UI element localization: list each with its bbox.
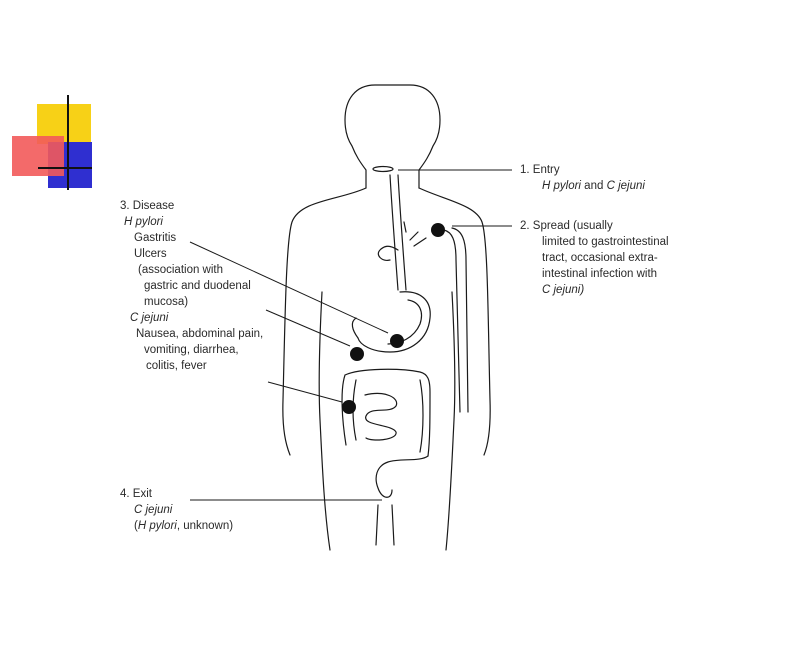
duodenum [352,318,358,338]
disease-hp-item: Ulcers [120,246,263,262]
exit-hpylori: H pylori [138,520,177,532]
duodenum-site-dot [350,347,364,361]
exit-label: 4. Exit C jejuni (H pylori, unknown) [120,486,233,534]
exit-title: 4. Exit [120,486,233,502]
rectum [376,456,428,497]
spread-line2: tract, occasional extra- [520,250,669,266]
entry-and: and [581,180,607,192]
disease-hp-item: (association with [120,262,263,278]
entry-label: 1. Entry H pylori and C jejuni [520,162,645,194]
spread-line4: C jejuni) [520,282,669,298]
disease-hp-item: Gastritis [120,230,263,246]
disease-hpylori: H pylori [120,214,263,230]
exit-cjejuni: C jejuni [120,502,233,518]
spread-label: 2. Spread (usually limited to gastrointe… [520,218,669,298]
disease-title: 3. Disease [120,198,263,214]
leg-outline [376,505,394,545]
exit-unknown: , unknown) [177,520,233,532]
small-intestine [365,393,397,440]
head-outline [345,85,440,188]
entry-title: 1. Entry [520,162,645,178]
spread-line3: intestinal infection with [520,266,669,282]
disease-cj-item: vomiting, diarrhea, [120,342,263,358]
stomach-site-dot [390,334,404,348]
disease-cjejuni: C jejuni [120,310,263,326]
spread-line1: limited to gastrointestinal [520,234,669,250]
disease-label: 3. Disease H pylori Gastritis Ulcers (as… [120,198,263,374]
torso-outline [283,188,490,455]
spread-title: 2. Spread (usually [520,218,669,234]
entry-hpylori: H pylori [542,180,581,192]
esophagus [390,175,406,290]
disease-hp-item: gastric and duodenal [120,278,263,294]
waist-outline [319,292,455,550]
large-intestine [342,369,430,456]
disease-pointer-cjejuni [268,382,342,402]
disease-cj-item: Nausea, abdominal pain, [120,326,263,342]
spread-site-dot [431,223,445,237]
spread-path [444,228,468,412]
disease-cj-item: colitis, fever [120,358,263,374]
disease-pointer-mucosa [266,310,350,346]
entry-cjejuni: C jejuni [607,180,645,192]
intestine-site-dot [342,400,356,414]
mouth [373,167,393,172]
disease-hp-item: mucosa) [120,294,263,310]
